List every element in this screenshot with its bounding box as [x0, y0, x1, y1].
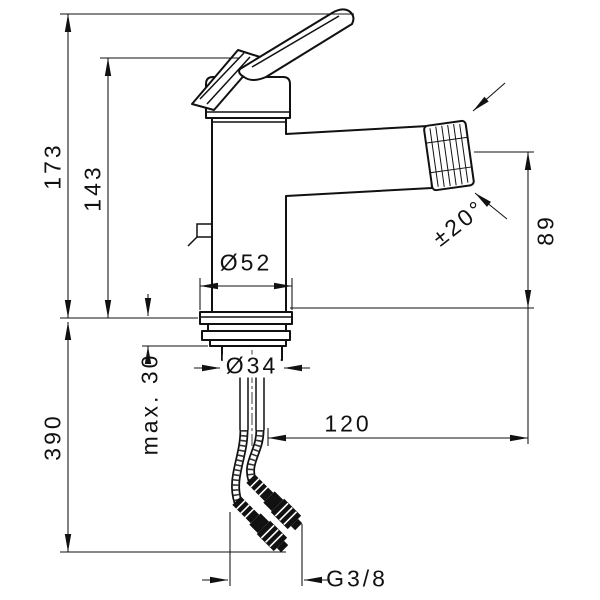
- dim-label-shank-diameter: Ø34: [222, 354, 282, 378]
- aerator: [423, 119, 475, 192]
- dim-label-base-diameter: Ø52: [219, 249, 273, 276]
- dim-label-spout-reach: 120: [324, 410, 372, 437]
- popup-rod-hook: [187, 223, 212, 247]
- dim-label-total-height: 173: [39, 142, 66, 190]
- dim-d52: [199, 278, 293, 310]
- supply-hose-2: [246, 429, 265, 482]
- dim-173: [60, 13, 354, 319]
- dim-label-under-deck-length: 390: [39, 413, 66, 461]
- faucet-body: [211, 117, 433, 313]
- dim-label-body-height: 143: [79, 164, 106, 212]
- base-escutcheon: [199, 311, 293, 325]
- dim-swivel-angle: [472, 82, 508, 220]
- hose-connector-1: [232, 496, 289, 553]
- dim-label-max-deck-thickness: max. 30: [136, 352, 163, 456]
- dim-g38: [202, 512, 330, 586]
- dim-max30: [142, 294, 208, 364]
- dim-89: [290, 151, 534, 444]
- dim-label-spout-height: 89: [532, 214, 559, 246]
- faucet-handle-lever: [238, 8, 355, 81]
- dim-label-hose-thread: G3/8: [326, 565, 388, 592]
- faucet-handle-base: [191, 49, 261, 111]
- dim-390: [60, 322, 286, 553]
- supply-hose-1: [231, 429, 249, 504]
- dim-143: [100, 57, 240, 318]
- hose-connector-2: [246, 474, 303, 531]
- dim-120: [267, 428, 528, 446]
